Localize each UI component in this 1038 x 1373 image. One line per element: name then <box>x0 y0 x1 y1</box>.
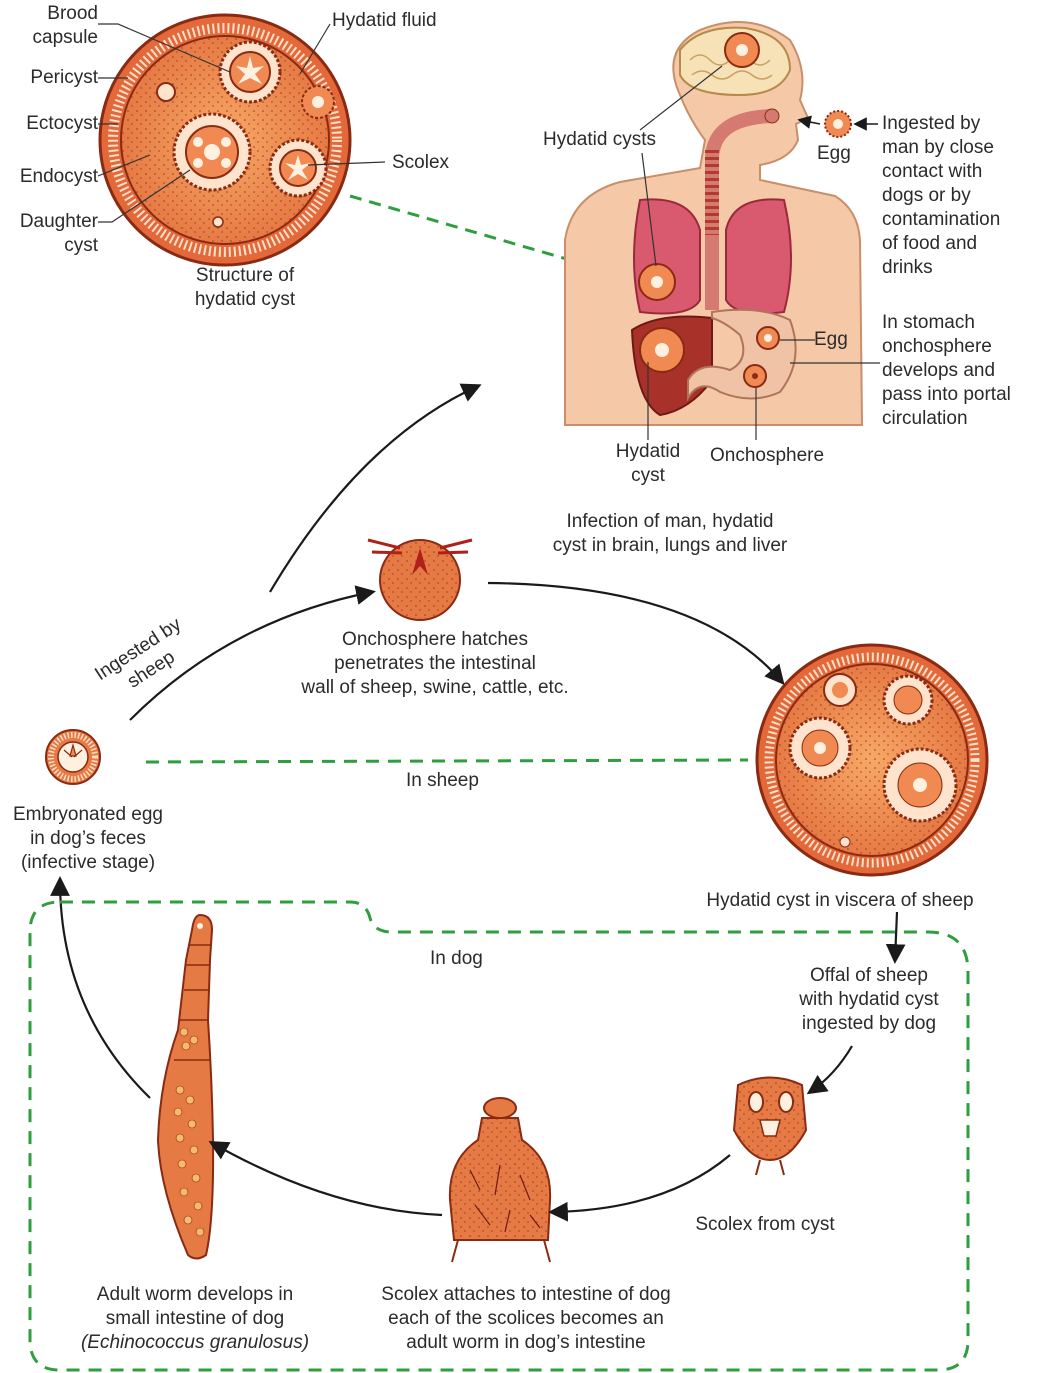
caption-adult-worm: Adult worm develops in small intestine o… <box>60 1283 330 1331</box>
structure-hydatid-cyst <box>98 15 385 265</box>
label-egg-mouth: Egg <box>817 142 851 166</box>
caption-infection-of-man: Infection of man, hydatid cyst in brain,… <box>520 510 820 558</box>
label-scolex: Scolex <box>392 151 449 175</box>
daughter-cyst-drawing <box>174 114 250 190</box>
label-daughter-cyst: Daughter cyst <box>2 210 98 258</box>
caption-structure-of-hydatid-cyst: Structure of hydatid cyst <box>160 264 330 312</box>
scolex-drawing <box>270 140 326 196</box>
caption-hydatid-cyst-sheep: Hydatid cyst in viscera of sheep <box>680 889 1000 913</box>
label-endocyst: Endocyst <box>2 165 98 189</box>
label-hydatid-fluid: Hydatid fluid <box>332 9 437 33</box>
embryonated-egg-drawing <box>46 730 100 784</box>
note-in-stomach: In stomach onchosphere develops and pass… <box>882 311 1032 431</box>
caption-adult-worm-species: (Echinococcus granulosus) <box>50 1331 340 1355</box>
in-sheep-divider <box>146 760 748 762</box>
label-onchosphere: Onchosphere <box>710 444 824 468</box>
adult-worm-drawing <box>158 915 213 1259</box>
onchosphere-drawing <box>368 540 472 620</box>
note-ingested-by-man: Ingested by man by close contact with do… <box>882 112 1032 280</box>
label-brood-capsule: Brood capsule <box>10 2 98 50</box>
caption-offal-of-sheep: Offal of sheep with hydatid cyst ingeste… <box>772 964 966 1036</box>
scolex-attached-drawing <box>450 1098 550 1262</box>
sheep-hydatid-cyst-drawing <box>757 645 987 875</box>
scolex-from-cyst-drawing <box>734 1078 806 1176</box>
label-hydatid-cyst-liver: Hydatid cyst <box>598 440 698 488</box>
caption-onchosphere-hatches: Onchosphere hatches penetrates the intes… <box>270 628 600 700</box>
label-in-sheep: In sheep <box>406 769 479 793</box>
caption-scolex-from-cyst: Scolex from cyst <box>670 1213 860 1237</box>
caption-scolex-attaches: Scolex attaches to intestine of dog each… <box>356 1283 696 1355</box>
label-egg-stomach: Egg <box>814 328 848 352</box>
label-hydatid-cysts: Hydatid cysts <box>543 128 656 152</box>
caption-embryonated-egg: Embryonated egg in dog’s feces (infectiv… <box>0 803 176 875</box>
label-in-dog: In dog <box>430 947 483 971</box>
label-ectocyst: Ectocyst <box>6 112 98 136</box>
human-body-drawing <box>565 22 880 440</box>
label-pericyst: Pericyst <box>6 66 98 90</box>
